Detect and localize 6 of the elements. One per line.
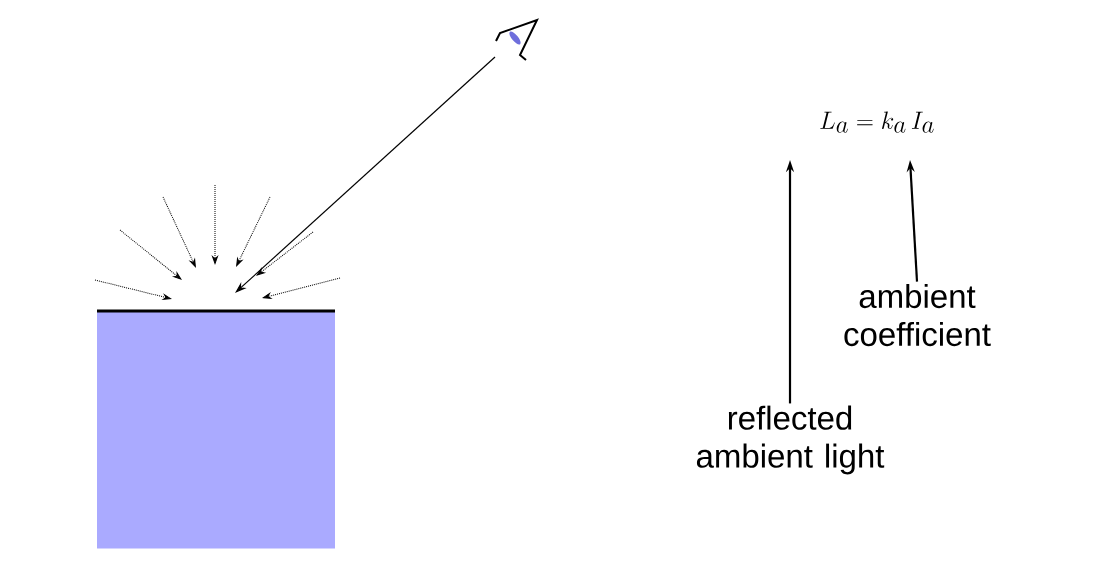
eye-drawing — [495, 18, 539, 61]
surface-block — [97, 309, 335, 549]
light-ray — [235, 56, 496, 293]
equation: $L_a = k_a\, I_a$ — [820, 111, 934, 133]
label-text: reflected ambient light — [696, 405, 885, 475]
label-text: ambient coefficient — [844, 283, 991, 347]
